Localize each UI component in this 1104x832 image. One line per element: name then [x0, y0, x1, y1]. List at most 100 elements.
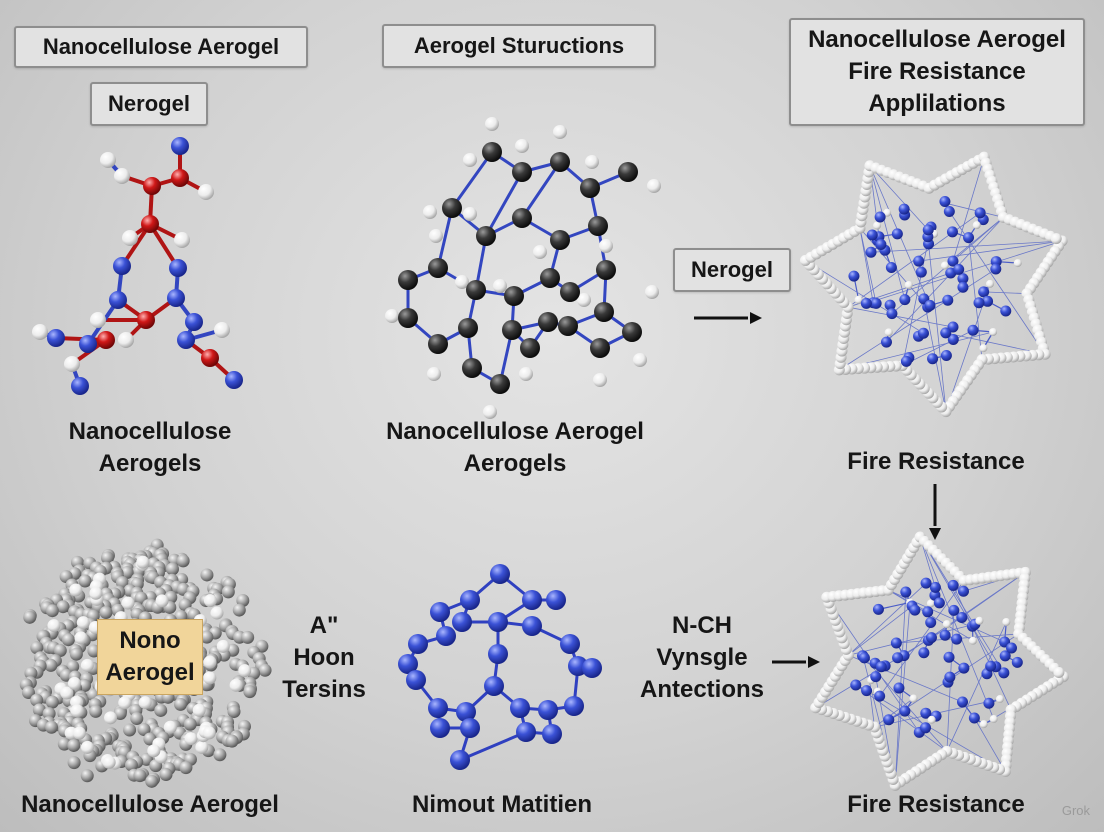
atom: [427, 367, 441, 381]
atom: [989, 715, 998, 724]
atom: [493, 279, 507, 293]
atom: [70, 704, 84, 718]
bottom-center-caption: Nimout Matitien: [412, 791, 592, 818]
atom: [169, 259, 187, 277]
atom: [998, 667, 1010, 679]
atom: [920, 577, 932, 589]
atom: [458, 318, 478, 338]
atom: [972, 221, 981, 230]
atom: [225, 734, 239, 748]
atom: [956, 612, 968, 624]
atom: [929, 581, 941, 593]
top-right-title-box: Nanocellulose Aerogel Fire Resistance Ap…: [789, 18, 1085, 126]
atom: [594, 302, 614, 322]
atom: [174, 697, 188, 711]
atom: [203, 594, 217, 608]
atom: [947, 579, 959, 591]
atom: [947, 333, 959, 345]
atom: [848, 270, 860, 282]
bond: [848, 605, 913, 656]
atom: [385, 309, 399, 323]
atom: [968, 636, 977, 645]
atom: [957, 281, 969, 293]
atom: [80, 769, 94, 783]
bond: [869, 165, 929, 231]
atom: [883, 714, 895, 726]
atom: [957, 696, 969, 708]
atom: [985, 660, 997, 672]
atom: [462, 358, 482, 378]
atom: [884, 328, 893, 337]
atom: [258, 663, 272, 677]
atom: [69, 583, 83, 597]
atom: [858, 652, 870, 664]
atom: [875, 661, 887, 673]
atom: [201, 349, 219, 367]
atom: [72, 726, 86, 740]
atom: [21, 686, 35, 700]
atom: [550, 230, 570, 250]
atom: [442, 198, 462, 218]
atom: [53, 644, 67, 658]
bond: [848, 582, 927, 656]
atom: [957, 273, 969, 285]
atom: [577, 293, 591, 307]
atom: [122, 230, 138, 246]
atom: [886, 308, 898, 320]
atom: [79, 335, 97, 353]
atom: [90, 312, 106, 328]
atom: [973, 297, 985, 309]
atom: [118, 332, 134, 348]
bond: [520, 160, 562, 220]
atom: [1006, 642, 1018, 654]
atom: [147, 744, 161, 758]
atom: [97, 331, 115, 349]
atom: [900, 586, 912, 598]
atom: [428, 258, 448, 278]
top-left-caption: Nanocellulose Aerogels: [68, 418, 232, 477]
atom: [80, 740, 94, 754]
atom: [430, 602, 450, 622]
atom: [113, 257, 131, 275]
atom: [23, 610, 37, 624]
atom: [159, 767, 173, 781]
atom: [163, 720, 177, 734]
atom: [485, 117, 499, 131]
atom: [452, 612, 472, 632]
atom: [599, 239, 613, 253]
atom: [917, 327, 929, 339]
atom: [44, 658, 58, 672]
top-right-caption: Fire Resistance: [847, 448, 1025, 475]
atom: [999, 650, 1011, 662]
atom: [590, 338, 610, 358]
atom: [423, 205, 437, 219]
atom: [47, 329, 65, 347]
atom: [925, 616, 937, 628]
atom: [520, 338, 540, 358]
top-left-subtitle: Nerogel: [108, 91, 190, 116]
top-left-subtitle-box: Nerogel: [90, 82, 208, 126]
atom: [985, 279, 994, 288]
atom: [866, 229, 878, 241]
atom: [920, 722, 932, 734]
atom: [899, 294, 911, 306]
top-left-title-box: Nanocellulose Aerogel: [14, 26, 308, 68]
atom: [982, 295, 994, 307]
atom: [232, 603, 246, 617]
bond: [943, 202, 1004, 218]
atom: [979, 720, 988, 729]
atom: [210, 606, 224, 620]
atom: [200, 568, 214, 582]
atom: [933, 597, 945, 609]
atom: [874, 211, 886, 223]
atom: [214, 322, 230, 338]
atom: [241, 630, 255, 644]
atom: [522, 590, 542, 610]
atom: [854, 295, 863, 304]
atom: [185, 313, 203, 331]
atom: [560, 634, 580, 654]
top-center-title: Aerogel Stuructions: [413, 33, 625, 58]
bond: [450, 150, 494, 210]
atom: [622, 322, 642, 342]
bottom-right-side-label: N-CH Vynsgle Antections: [639, 612, 764, 703]
